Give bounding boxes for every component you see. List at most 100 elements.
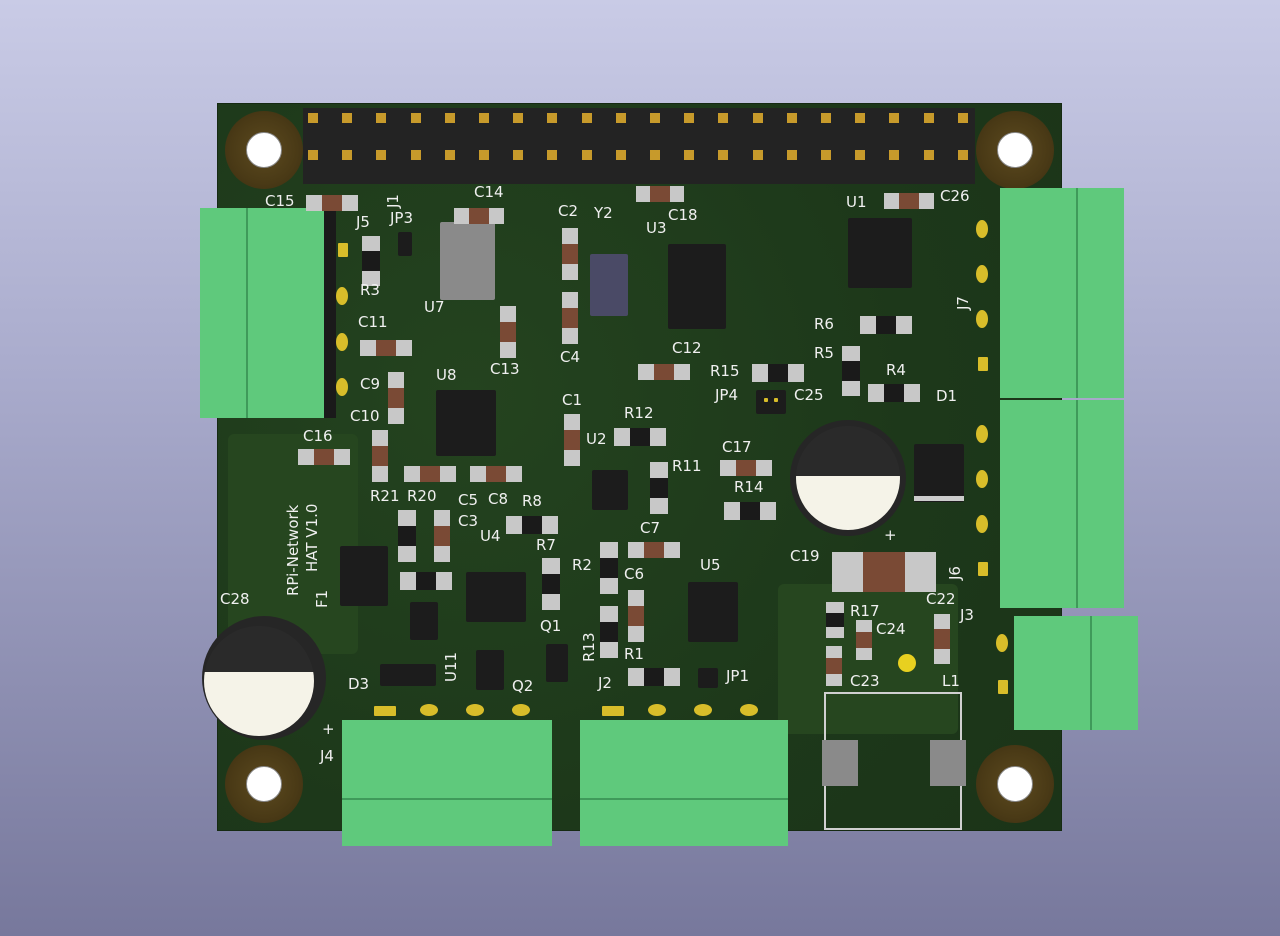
pad	[764, 398, 768, 402]
pad	[998, 680, 1008, 694]
capacitor-c24	[856, 620, 872, 660]
pad	[976, 220, 988, 238]
header-pin	[547, 150, 558, 160]
silk-d3: D3	[348, 675, 370, 693]
header-pin	[684, 113, 695, 123]
silk-y2: Y2	[594, 204, 613, 222]
ic-u5	[688, 582, 738, 642]
silk-r12: R12	[624, 404, 654, 422]
silk-d1: D1	[936, 387, 958, 405]
capacitor-c13	[500, 306, 516, 358]
silk-u7: U7	[424, 298, 445, 316]
terminal-divider	[1076, 400, 1078, 608]
ic-u1	[848, 218, 912, 288]
silk-l1: L1	[942, 672, 960, 690]
resistor-r17	[826, 602, 844, 638]
terminal-block-j5	[200, 208, 326, 418]
silk-j3: J3	[960, 606, 974, 624]
pad	[336, 378, 348, 396]
capacitor-c6	[628, 590, 644, 642]
silk-j4: J4	[320, 747, 334, 765]
pad	[774, 398, 778, 402]
header-pin	[786, 150, 797, 160]
header-pin	[957, 150, 968, 160]
silk-c28: C28	[220, 590, 250, 608]
terminal-divider	[246, 208, 248, 418]
header-pin	[479, 150, 489, 160]
header-pin	[889, 113, 900, 123]
capacitor-c11	[360, 340, 412, 356]
header-pin	[752, 150, 763, 160]
header-pin	[410, 113, 421, 123]
silk-c23: C23	[850, 672, 880, 690]
capacitor-c17	[720, 460, 772, 476]
silk-r8: R8	[522, 492, 542, 510]
silk-j5: J5	[356, 213, 370, 231]
silk-jp3: JP3	[390, 209, 414, 227]
header-pin	[581, 113, 592, 123]
capacitor-c3	[434, 510, 450, 562]
inductor-pad	[822, 740, 858, 786]
silk-c13: C13	[490, 360, 520, 378]
testpoint	[898, 654, 916, 672]
silk-r2: R2	[572, 556, 592, 574]
capacitor-c1	[564, 414, 580, 466]
pad	[976, 265, 988, 283]
pad	[976, 515, 988, 533]
capacitor-c19	[832, 552, 936, 592]
silk-u5: U5	[700, 556, 721, 574]
capacitor-c12	[638, 364, 690, 380]
mounting-hole-top-right	[976, 111, 1054, 189]
resistor-r14	[724, 502, 776, 520]
silk-f1: F1	[313, 589, 331, 608]
header-pin	[444, 150, 455, 160]
silk-r11: R11	[672, 457, 702, 475]
header-pin	[342, 150, 353, 160]
gpio-header-j1	[303, 108, 975, 184]
header-pin	[308, 113, 318, 123]
silk-c10: C10	[350, 407, 380, 425]
terminal-divider	[580, 798, 788, 800]
inductor-pad	[930, 740, 966, 786]
resistor-r5	[842, 346, 860, 396]
header-pin	[889, 150, 900, 160]
silk-c7: C7	[640, 519, 661, 537]
capacitor-c2	[562, 228, 578, 280]
jumper-jp1	[698, 668, 718, 688]
header-pin	[718, 150, 729, 160]
crystal-y2	[590, 254, 628, 316]
capacitor-c9	[388, 372, 404, 424]
silk-j1: J1	[384, 194, 402, 208]
header-pin	[615, 113, 626, 123]
silk-r6: R6	[814, 315, 834, 333]
silk-r17: R17	[850, 602, 880, 620]
silk-r4: R4	[886, 361, 906, 379]
resistor-r7	[542, 558, 560, 610]
header-pin	[444, 113, 455, 123]
silk-q1: Q1	[540, 617, 562, 635]
header-pin	[479, 113, 489, 123]
terminal-divider	[342, 798, 552, 800]
capacitor-c23	[826, 646, 842, 686]
silk-c25: C25	[794, 386, 824, 404]
silk-c15: C15	[265, 192, 295, 210]
ic-u8	[436, 390, 496, 456]
silk-c24: C24	[876, 620, 906, 638]
ic-u4	[466, 572, 526, 622]
capacitor-c15	[306, 195, 358, 211]
terminal-block-j4	[342, 720, 552, 846]
pad	[336, 333, 348, 351]
silk-u8: U8	[436, 366, 457, 384]
resistor-r-u4	[400, 572, 452, 590]
header-pin	[718, 113, 729, 123]
header-pin	[821, 150, 831, 160]
pad	[976, 310, 988, 328]
pad	[996, 634, 1008, 652]
capacitor-c10	[372, 430, 388, 482]
pad	[420, 704, 438, 716]
capacitor-c8	[470, 466, 522, 482]
silk-c17: C17	[722, 438, 752, 456]
resistor-r2	[600, 542, 618, 594]
pad	[978, 562, 988, 576]
capacitor-c7	[628, 542, 680, 558]
